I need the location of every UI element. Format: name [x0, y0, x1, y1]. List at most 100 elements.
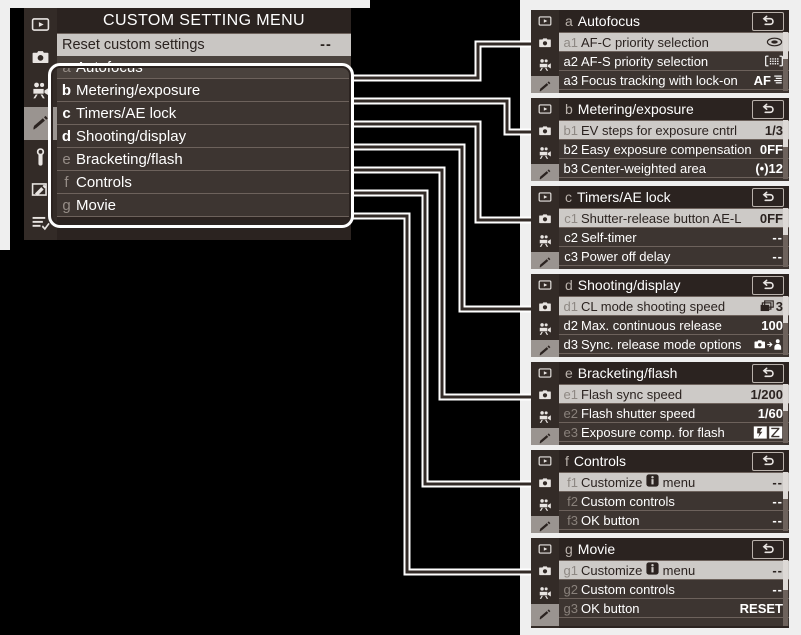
movie-shooting-menu-icon[interactable] [531, 582, 559, 604]
playback-icon[interactable] [24, 8, 57, 41]
custom-setting-pencil-icon[interactable] [531, 516, 559, 533]
custom-setting-pencil-icon[interactable] [531, 428, 559, 445]
panel-scrollbar[interactable] [783, 32, 788, 91]
playback-icon[interactable] [531, 10, 559, 32]
panel-letter: b [565, 101, 573, 117]
custom-setting-pencil-icon[interactable] [531, 340, 559, 357]
backdrop-left-margin [0, 0, 10, 250]
custom-setting-pencil-icon[interactable] [531, 164, 559, 181]
back-arrow-icon[interactable] [752, 11, 784, 31]
panel-row-value: RESET [740, 601, 789, 616]
panel-scrollbar[interactable] [783, 208, 788, 267]
panel-row-value: -- [772, 513, 789, 528]
panel-scrollbar-thumb[interactable] [783, 472, 788, 499]
panel-row-partial [559, 442, 789, 445]
back-arrow-icon[interactable] [752, 451, 784, 471]
panel-scrollbar[interactable] [783, 120, 788, 179]
menu-item-label: Autofocus [76, 58, 143, 76]
back-arrow-icon[interactable] [752, 539, 784, 559]
panel-scrollbar-thumb[interactable] [783, 296, 788, 323]
release-priority-icon [766, 36, 783, 48]
panel-title: Shooting/display [577, 277, 681, 293]
movie-shooting-menu-icon[interactable] [24, 74, 57, 107]
my-menu-icon[interactable] [24, 206, 57, 239]
custom-setting-pencil-icon[interactable] [531, 76, 559, 93]
panel-scrollbar-thumb[interactable] [783, 384, 788, 411]
movie-shooting-menu-icon[interactable] [531, 142, 559, 164]
custom-setting-pencil-icon[interactable] [531, 604, 559, 626]
photo-shooting-menu-icon[interactable] [531, 296, 559, 318]
movie-shooting-menu-icon[interactable] [531, 54, 559, 76]
photo-shooting-menu-icon[interactable] [531, 384, 559, 406]
back-arrow-icon[interactable] [752, 275, 784, 295]
photo-shooting-menu-icon[interactable] [531, 472, 559, 494]
playback-icon[interactable] [531, 186, 559, 208]
photo-shooting-menu-icon[interactable] [24, 41, 57, 74]
playback-icon[interactable] [531, 450, 559, 472]
panel-row-value-text: 0FF [759, 141, 783, 157]
panel-scrollbar[interactable] [783, 384, 788, 443]
back-arrow-icon[interactable] [752, 187, 784, 207]
playback-icon[interactable] [531, 362, 559, 384]
panel-scrollbar[interactable] [783, 560, 788, 626]
back-arrow-icon[interactable] [752, 363, 784, 383]
movie-shooting-menu-icon[interactable] [531, 406, 559, 428]
custom-setting-pencil-icon[interactable] [24, 107, 57, 140]
photo-shooting-menu-icon[interactable] [531, 208, 559, 230]
reset-custom-settings-row[interactable]: Reset custom settings -- [57, 34, 351, 56]
panel-scrollbar-thumb[interactable] [783, 560, 788, 590]
panel-letter: d [565, 277, 573, 293]
photo-shooting-menu-icon[interactable] [531, 560, 559, 582]
panel-row-number: b1 [563, 122, 578, 138]
movie-shooting-menu-icon[interactable] [531, 494, 559, 516]
photo-shooting-menu-icon[interactable] [531, 120, 559, 142]
playback-icon[interactable] [531, 538, 559, 560]
retouch-icon[interactable] [24, 173, 57, 206]
panel-scrollbar-thumb[interactable] [783, 208, 788, 235]
setup-wrench-icon[interactable] [24, 140, 57, 173]
playback-icon[interactable] [531, 98, 559, 120]
photo-shooting-menu-icon[interactable] [531, 32, 559, 54]
panel-row-label: Center-weighted area [581, 160, 707, 176]
panel-row-value-text: 100 [761, 317, 783, 333]
movie-shooting-menu-icon[interactable] [531, 230, 559, 252]
panel-row-number: c2 [564, 229, 578, 245]
back-arrow-icon[interactable] [752, 99, 784, 119]
panel-scrollbar[interactable] [783, 472, 788, 531]
panel-scrollbar[interactable] [783, 296, 788, 355]
panel-scrollbar-thumb[interactable] [783, 120, 788, 147]
panel-scrollbar-thumb[interactable] [783, 32, 788, 59]
movie-shooting-menu-icon[interactable] [531, 318, 559, 340]
continuous-burst-icon [760, 300, 774, 312]
custom-setting-pencil-icon[interactable] [531, 252, 559, 269]
playback-icon[interactable] [531, 274, 559, 296]
